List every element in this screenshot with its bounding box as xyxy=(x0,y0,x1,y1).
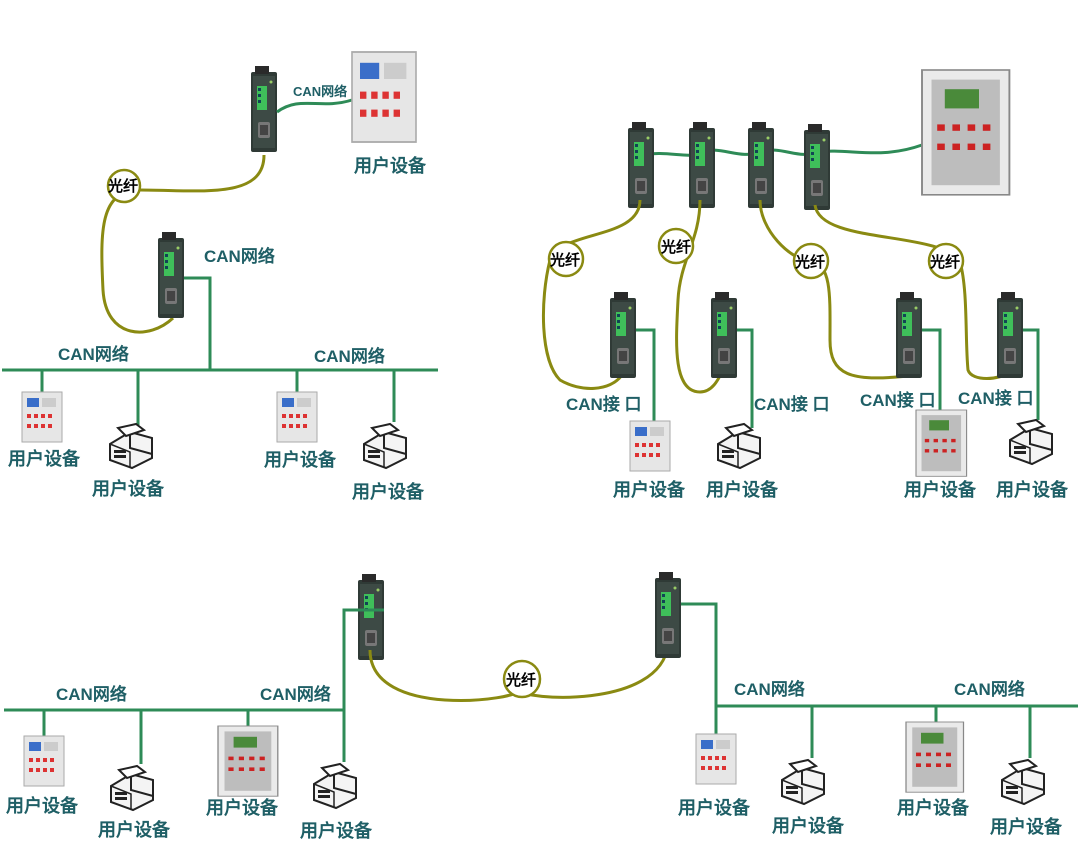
user-device-label: 用户设备 xyxy=(996,479,1069,501)
section-bottom: CAN网络 CAN网络 用户设备 用户设备 用户设备 用户设备 光纤 CAN网络… xyxy=(4,572,1078,842)
fiber-label: 光纤 xyxy=(549,251,580,269)
printer-icon xyxy=(1009,419,1053,465)
fiber-ring-icon xyxy=(502,659,542,699)
can-link xyxy=(276,98,353,114)
printer-icon xyxy=(110,765,154,811)
control-cabinet-icon xyxy=(217,725,279,797)
fiber-ring-icon xyxy=(657,227,695,265)
control-cabinet-icon xyxy=(915,409,968,477)
can-link xyxy=(922,328,942,410)
control-cabinet-icon xyxy=(905,721,965,793)
fiber-label: 光纤 xyxy=(660,238,691,256)
fiber-label: 光纤 xyxy=(929,253,960,271)
can-network-label: CAN网络 xyxy=(293,84,347,99)
user-device-label: 用户设备 xyxy=(772,815,845,837)
fiber-link xyxy=(541,199,642,390)
user-device-label: 用户设备 xyxy=(678,797,751,819)
fire-alarm-panel-icon xyxy=(276,391,318,443)
can-network-label: CAN网络 xyxy=(734,679,805,699)
converter-module-icon xyxy=(896,292,922,378)
can-interface-label: CAN接 口 xyxy=(566,394,642,414)
converter-module-icon xyxy=(158,232,184,318)
user-device-label: 用户设备 xyxy=(206,797,279,819)
converter-module-icon xyxy=(711,292,737,378)
printer-icon xyxy=(363,423,407,469)
user-device-label: 用户设备 xyxy=(613,479,686,501)
can-link xyxy=(639,143,923,157)
fire-alarm-panel-icon xyxy=(629,420,671,472)
user-device-label: 用户设备 xyxy=(354,155,427,177)
can-link xyxy=(681,602,718,706)
can-network-label: CAN网络 xyxy=(260,684,331,704)
fire-alarm-panel-icon xyxy=(351,51,417,143)
user-device-label: 用户设备 xyxy=(6,795,79,817)
fiber-link xyxy=(813,204,1011,380)
can-link xyxy=(737,328,754,428)
can-network-label: CAN网络 xyxy=(204,246,275,266)
user-device-label: 用户设备 xyxy=(98,819,171,841)
fire-alarm-panel-icon xyxy=(23,735,65,787)
converter-module-icon xyxy=(610,292,636,378)
user-device-label: 用户设备 xyxy=(92,478,165,500)
control-cabinet-icon xyxy=(921,69,1011,196)
user-device-label: 用户设备 xyxy=(897,797,970,819)
fire-alarm-panel-icon xyxy=(21,391,63,443)
converter-module-icon xyxy=(655,572,681,658)
can-interface-label: CAN接 口 xyxy=(754,394,830,414)
converter-module-icon xyxy=(689,122,715,208)
fiber-ring-icon xyxy=(792,242,830,280)
converter-module-icon xyxy=(628,122,654,208)
section-top-right: 光纤 光纤 光纤 光纤 CAN接 口 CAN接 口 CAN接 口 CAN接 口 … xyxy=(541,69,1069,501)
user-device-label: 用户设备 xyxy=(8,448,81,470)
converter-module-icon xyxy=(358,574,384,660)
section-top-left: 光纤 CAN网络 用户设备 CAN网络 CAN网络 CAN网络 用户设备 用户设… xyxy=(2,51,438,503)
can-network-label: CAN网络 xyxy=(954,679,1025,699)
user-device-label: 用户设备 xyxy=(990,816,1063,838)
can-interface-label: CAN接 口 xyxy=(860,390,936,410)
fiber-ring-icon xyxy=(106,168,142,204)
can-link xyxy=(1023,328,1040,420)
printer-icon xyxy=(313,763,357,809)
fiber-link xyxy=(100,154,266,334)
fiber-link xyxy=(758,199,909,380)
user-device-label: 用户设备 xyxy=(904,479,977,501)
converter-module-icon xyxy=(804,124,830,210)
can-link xyxy=(636,328,656,428)
fiber-label: 光纤 xyxy=(505,671,536,689)
converter-module-icon xyxy=(997,292,1023,378)
user-device-label: 用户设备 xyxy=(300,820,373,842)
user-device-label: 用户设备 xyxy=(264,449,337,471)
user-device-label: 用户设备 xyxy=(706,479,779,501)
converter-module-icon xyxy=(251,66,277,152)
printer-icon xyxy=(109,423,153,469)
converter-module-icon xyxy=(748,122,774,208)
user-device-label: 用户设备 xyxy=(352,481,425,503)
printer-icon xyxy=(781,759,825,805)
can-link xyxy=(342,608,384,710)
can-network-label: CAN网络 xyxy=(56,684,127,704)
can-interface-label: CAN接 口 xyxy=(958,388,1034,408)
fiber-label: 光纤 xyxy=(794,253,825,271)
printer-icon xyxy=(1001,759,1045,805)
fiber-ring-icon xyxy=(927,242,965,280)
fire-alarm-panel-icon xyxy=(695,733,737,785)
fiber-label: 光纤 xyxy=(107,177,138,195)
fiber-ring-icon xyxy=(547,240,585,278)
can-network-label: CAN网络 xyxy=(314,346,385,366)
printer-icon xyxy=(717,423,761,469)
can-network-label: CAN网络 xyxy=(58,344,129,364)
can-link xyxy=(184,276,212,370)
